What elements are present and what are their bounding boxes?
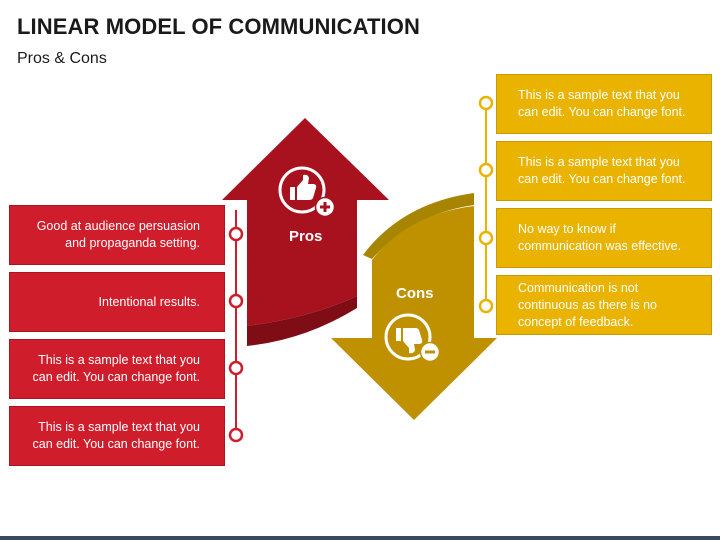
pros-item-text: Good at audience persuasion and propagan… [36,219,200,250]
pros-item-box: This is a sample text that you can edit.… [9,339,225,399]
pros-label: Pros [289,228,323,245]
cons-label: Cons [396,285,434,302]
pros-item-box: Intentional results. [9,272,225,332]
cons-item-box: This is a sample text that you can edit.… [496,74,712,134]
page-subtitle: Pros & Cons [17,50,107,67]
pros-connector-dot [228,360,244,376]
cons-arrow [331,206,497,420]
cons-item-text: This is a sample text that you can edit.… [518,155,686,186]
cons-connector-dot [478,95,494,111]
pros-connector-dot [228,427,244,443]
pros-item-text: This is a sample text that you can edit.… [32,353,201,384]
pros-item-text: Intentional results. [98,294,200,309]
cons-sweep [363,193,474,259]
pros-item-box: This is a sample text that you can edit.… [9,406,225,466]
footer-bar [0,536,720,540]
pros-arrow [222,118,389,326]
cons-connector-dot [478,162,494,178]
pros-item-text: This is a sample text that you can edit.… [32,420,201,451]
cons-connector-dot [478,230,494,246]
cons-item-box: Communication is not continuous as there… [496,275,712,335]
page-title: LINEAR MODEL OF COMMUNICATION [17,14,420,39]
thumbs-up-plus-icon [278,166,336,218]
thumbs-down-minus-icon [384,313,441,363]
cons-item-box: This is a sample text that you can edit.… [496,141,712,201]
pros-item-box: Good at audience persuasion and propagan… [9,205,225,265]
cons-item-text: Communication is not continuous as there… [518,280,657,329]
pros-connector-dot [228,293,244,309]
cons-item-text: No way to know if communication was effe… [518,222,682,253]
cons-item-box: No way to know if communication was effe… [496,208,712,268]
pros-connector-dot [228,226,244,242]
cons-item-text: This is a sample text that you can edit.… [518,88,686,119]
pros-sweep [247,296,357,346]
cons-connector-dot [478,298,494,314]
